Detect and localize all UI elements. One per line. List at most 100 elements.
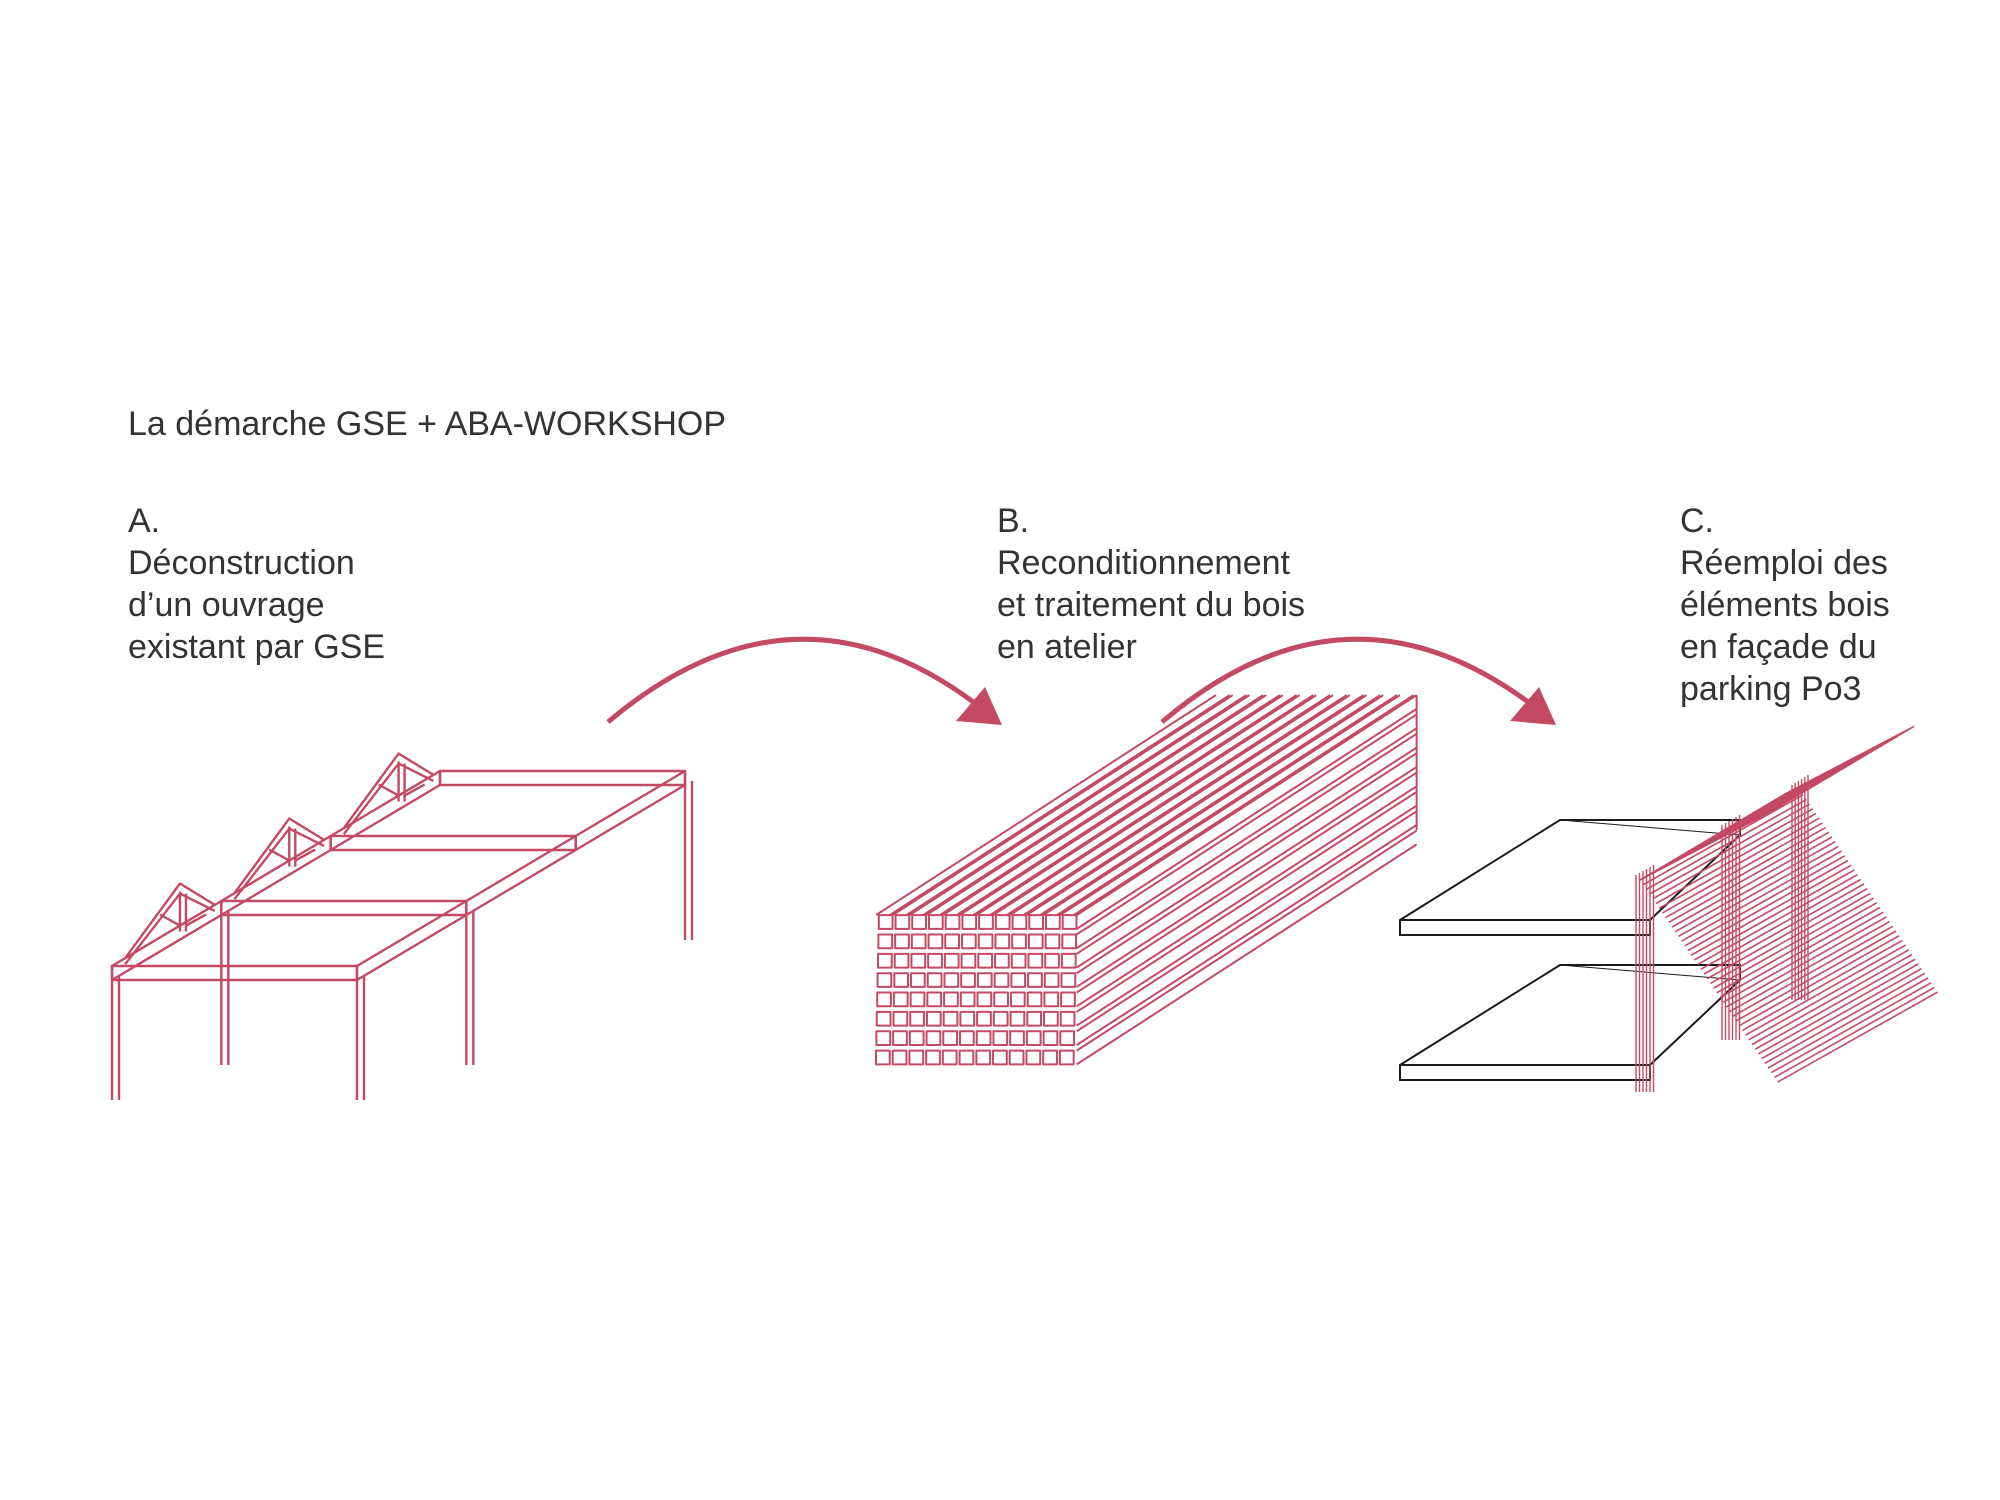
- timber-end-face: [910, 952, 927, 969]
- facade-slat: [1646, 798, 1807, 891]
- timber-end-face: [978, 914, 994, 930]
- timber-top-edge: [956, 694, 1298, 916]
- facade-drawing: [1399, 725, 1938, 1092]
- timber-top-edge: [922, 694, 1264, 916]
- timber-end-face: [959, 991, 976, 1008]
- step-a-label: A. Déconstruction d’un ouvrage existant …: [128, 500, 385, 668]
- truss-strut: [294, 848, 316, 862]
- step-line: parking Po3: [1680, 670, 1862, 708]
- timber-top-edge: [1039, 694, 1381, 916]
- facade-slat: [1687, 859, 1849, 952]
- timber-end-face: [976, 1010, 992, 1027]
- timber-side-edge: [1076, 829, 1418, 1052]
- timber-end-face: [994, 952, 1010, 969]
- timber-end-face: [943, 972, 960, 988]
- timber-end-face: [911, 914, 927, 930]
- timber-end-face: [927, 933, 944, 950]
- diagram-title: La démarche GSE + ABA-WORKSHOP: [128, 405, 727, 443]
- truss-rafter-inner: [342, 762, 434, 835]
- facade-slat: [1745, 944, 1906, 1036]
- timber-end-face: [992, 1010, 1009, 1027]
- truss-beam-right: [465, 834, 577, 917]
- timber-end-face: [925, 1010, 942, 1027]
- facade-slat: [1710, 892, 1871, 985]
- step-letter: C.: [1680, 502, 1714, 540]
- facade-slat: [1777, 991, 1938, 1083]
- truss-strut: [378, 783, 400, 797]
- step-line: d’un ouvrage: [128, 586, 325, 624]
- timber-top-edge: [975, 694, 1317, 916]
- timber-end-face: [1027, 933, 1044, 950]
- timber-end-face: [875, 1010, 892, 1027]
- truss-rafter: [124, 882, 216, 959]
- floor-slab: [1399, 964, 1741, 1081]
- timber-end-face: [925, 1030, 942, 1047]
- timber-end-face: [958, 1049, 975, 1066]
- timber-end-face: [942, 1030, 959, 1047]
- timber-top-edge: [1009, 694, 1351, 916]
- facade-slat: [1738, 935, 1900, 1027]
- timber-end-face: [944, 933, 961, 950]
- timber-end-face: [942, 1010, 959, 1027]
- timber-top-edge: [939, 694, 1281, 916]
- facade-slat: [1642, 794, 1804, 886]
- timber-end-face: [977, 933, 994, 950]
- timber-side-edge: [1076, 727, 1418, 950]
- timber-side-edge: [1076, 694, 1418, 916]
- timber-end-face: [1059, 1010, 1076, 1027]
- facade-slat: [1764, 972, 1926, 1064]
- timber-end-face: [893, 972, 910, 988]
- truss-strut: [268, 848, 290, 862]
- facade-slat: [1678, 845, 1839, 938]
- timber-end-face: [943, 991, 959, 1008]
- timber-end-face: [992, 1049, 1008, 1066]
- timber-end-face: [961, 914, 978, 930]
- facade-slat: [1697, 873, 1858, 966]
- timber-end-face: [910, 972, 926, 988]
- timber-top-edge: [942, 694, 1284, 916]
- step-line: existant par GSE: [128, 628, 386, 666]
- truss-cross-beam: [220, 899, 468, 917]
- step-letter: A.: [128, 502, 161, 540]
- step-c-label: C. Réemploi des éléments bois en façade …: [1680, 500, 1890, 710]
- timber-end-face: [925, 1049, 941, 1066]
- facade-slat: [1770, 982, 1932, 1074]
- timber-end-face: [876, 972, 893, 988]
- facade-slat: [1639, 789, 1801, 881]
- facade-slat: [1713, 897, 1874, 989]
- timber-end-face: [943, 952, 960, 969]
- step-b-label: B. Reconditionnement et traitement du bo…: [997, 500, 1305, 668]
- timber-end-face: [961, 933, 977, 950]
- step-line: Réemploi des: [1680, 544, 1888, 582]
- truss-strut: [185, 913, 207, 927]
- timber-top-edge: [959, 694, 1301, 916]
- truss-cross-beam: [329, 834, 577, 852]
- facade-slat: [1674, 841, 1836, 933]
- timber-side-edge: [1076, 733, 1418, 955]
- timber-top-edge: [925, 694, 1267, 916]
- timber-end-face: [959, 1030, 975, 1047]
- timber-end-face: [1011, 933, 1027, 950]
- timber-top-edge: [905, 694, 1247, 916]
- timber-end-face: [960, 972, 976, 988]
- timber-end-face: [1042, 1049, 1058, 1066]
- timber-top-edge: [1073, 694, 1415, 916]
- timber-end-face: [993, 972, 1010, 988]
- timber-end-face: [892, 1030, 908, 1047]
- timber-end-face: [994, 914, 1011, 930]
- timber-end-face: [977, 952, 994, 969]
- timber-end-face: [975, 1049, 992, 1066]
- timber-end-face: [1043, 1010, 1059, 1027]
- timber-end-face: [1061, 914, 1078, 930]
- truss-beam-right: [574, 769, 687, 852]
- timber-side-edge: [1076, 791, 1418, 1013]
- facade-slat: [1758, 963, 1919, 1055]
- timber-top-edge: [992, 694, 1334, 916]
- facade-slat: [1719, 906, 1881, 999]
- timber-end-face: [960, 952, 977, 969]
- facade-slat: [1700, 878, 1862, 970]
- timber-end-face: [1060, 972, 1077, 988]
- timber-end-face: [892, 991, 909, 1008]
- step-line: éléments bois: [1680, 586, 1890, 624]
